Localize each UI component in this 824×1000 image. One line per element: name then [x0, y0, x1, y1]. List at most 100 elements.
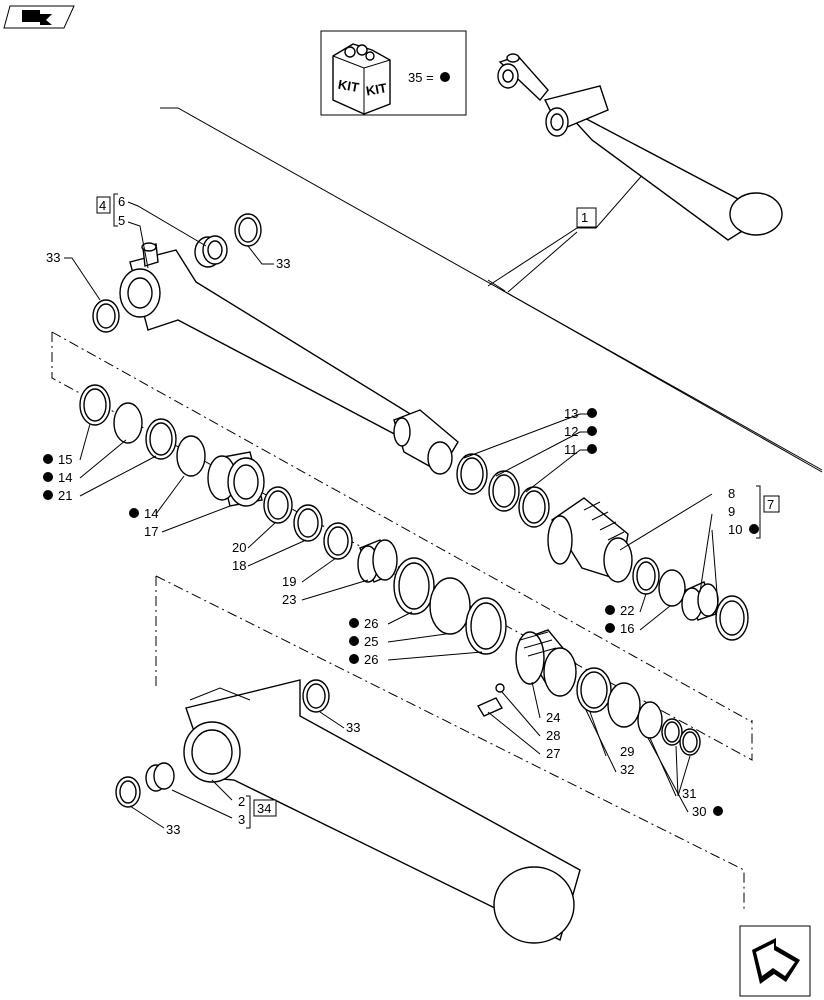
kit-marker-dot — [713, 806, 723, 816]
callout-16: 16 — [620, 621, 634, 636]
seal-ring-19 — [323, 522, 353, 560]
callout-3: 3 — [238, 812, 245, 827]
callout-14a: 14 — [58, 470, 72, 485]
kit-legend-text: 35 = — [408, 70, 434, 85]
seal-ring-20 — [263, 486, 293, 524]
seal-ring-18 — [293, 504, 323, 542]
seal-ring-13 — [456, 453, 488, 495]
kit-marker-dot — [749, 524, 759, 534]
callout-34: 34 — [257, 801, 271, 816]
callout-1: 1 — [581, 210, 588, 225]
callout-21: 21 — [58, 488, 72, 503]
callout-9: 9 — [728, 504, 735, 519]
seal-ring-32 — [576, 667, 612, 713]
bushing-9 — [681, 581, 719, 621]
next-page-arrow-icon[interactable] — [739, 925, 811, 997]
piston-rod-drawing — [119, 242, 459, 475]
seal-ring-26b — [465, 597, 507, 655]
bushing-3 — [145, 762, 175, 792]
callout-11: 11 — [564, 442, 578, 457]
bearing-17 — [207, 451, 265, 507]
previous-page-arrow-icon[interactable] — [3, 5, 75, 29]
gland-8 — [547, 497, 633, 583]
callout-22: 22 — [620, 603, 634, 618]
seal-ring-33-top — [234, 213, 262, 247]
bushing-6 — [194, 235, 228, 268]
kit-marker-dot — [440, 72, 450, 82]
callout-4: 4 — [99, 198, 106, 213]
kit-text-1: KIT — [337, 77, 360, 95]
seal-ring-33-lower-left — [115, 776, 141, 808]
callout-26b: 26 — [364, 652, 378, 667]
seal-ring-31b — [679, 728, 701, 756]
seal-ring-26a — [393, 557, 435, 615]
callout-23: 23 — [282, 592, 296, 607]
kit-legend-box: KIT KIT 35 = — [320, 30, 467, 116]
callout-17: 17 — [144, 524, 158, 539]
kit-marker-dot — [43, 454, 53, 464]
seal-ring-31a — [661, 718, 683, 746]
callout-33-top: 33 — [276, 256, 290, 271]
seal-ring-11 — [518, 486, 550, 528]
kit-text-2: KIT — [365, 80, 388, 98]
o-ring-14a — [113, 402, 143, 444]
callout-14b: 14 — [144, 506, 158, 521]
kit-marker-dot — [349, 618, 359, 628]
callout-7: 7 — [767, 497, 774, 512]
callout-33-lower-left: 33 — [166, 822, 180, 837]
kit-marker-dot — [43, 472, 53, 482]
o-ring-25 — [429, 577, 471, 635]
kit-marker-dot — [349, 654, 359, 664]
ball-28 — [495, 683, 505, 693]
kit-marker-dot — [349, 636, 359, 646]
kit-marker-dot — [587, 444, 597, 454]
callout-15: 15 — [58, 452, 72, 467]
seal-ring-33-lower-top — [302, 679, 330, 713]
callout-19: 19 — [282, 574, 296, 589]
kit-marker-dot — [129, 508, 139, 518]
callout-27: 27 — [546, 746, 560, 761]
kit-marker-dot — [43, 490, 53, 500]
callout-33-left: 33 — [46, 250, 60, 265]
callout-32: 32 — [620, 762, 634, 777]
callout-24: 24 — [546, 710, 560, 725]
wiper-10 — [715, 595, 749, 641]
o-ring-30 — [637, 701, 663, 739]
seal-ring-15 — [79, 384, 111, 426]
callout-28: 28 — [546, 728, 560, 743]
callout-labels: 13 12 11 15 14 21 14 17 20 18 19 23 26 2… — [43, 406, 780, 837]
kit-marker-dot — [605, 623, 615, 633]
o-ring-14b — [176, 435, 206, 477]
callout-5: 5 — [118, 213, 125, 228]
screw-27 — [476, 697, 504, 717]
callout-20: 20 — [232, 540, 246, 555]
kit-marker-dot — [587, 408, 597, 418]
bushing-23 — [357, 539, 398, 583]
seal-ring-22 — [632, 557, 660, 595]
callout-31: 31 — [682, 786, 696, 801]
callout-18: 18 — [232, 558, 246, 573]
callout-2: 2 — [238, 794, 245, 809]
seal-ring-21 — [145, 418, 177, 460]
piston-24 — [515, 629, 577, 697]
kit-marker-dot — [605, 605, 615, 615]
callout-29: 29 — [620, 744, 634, 759]
seal-ring-33-left — [92, 299, 120, 333]
kit-marker-dot — [587, 426, 597, 436]
leader-lines — [79, 413, 719, 829]
cylinder-barrel-drawing — [183, 679, 581, 944]
callout-26a: 26 — [364, 616, 378, 631]
callout-10: 10 — [728, 522, 742, 537]
callout-12: 12 — [564, 424, 578, 439]
callout-25: 25 — [364, 634, 378, 649]
seal-ring-12 — [488, 470, 520, 512]
callout-30: 30 — [692, 804, 706, 819]
callout-6: 6 — [118, 194, 125, 209]
callout-8: 8 — [728, 486, 735, 501]
o-ring-16 — [658, 569, 686, 607]
assembled-cylinder-drawing — [497, 53, 783, 241]
callout-33-lower-top: 33 — [346, 720, 360, 735]
callout-13: 13 — [564, 406, 578, 421]
o-ring-29 — [607, 682, 641, 728]
